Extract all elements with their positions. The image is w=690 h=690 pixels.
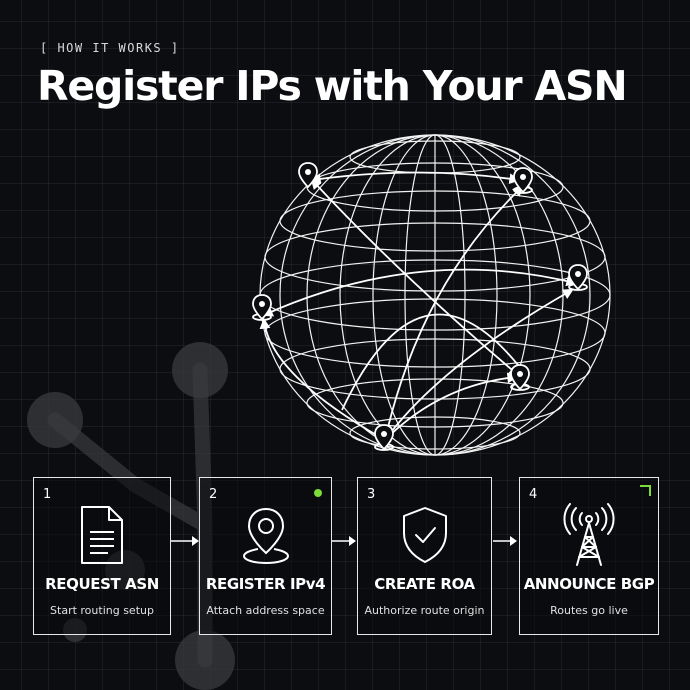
step-title: CREATE ROA — [374, 575, 475, 593]
map-pin-icon — [568, 264, 588, 291]
flow-arrow-icon — [332, 536, 356, 546]
page-title: Register IPs with Your ASN — [37, 62, 628, 110]
document-icon — [81, 506, 123, 564]
corner-marker-icon — [640, 485, 651, 496]
step-subtitle: Routes go live — [550, 604, 628, 617]
step-subtitle: Start routing setup — [50, 604, 154, 617]
location-pin-icon — [242, 507, 289, 565]
step-number: 2 — [209, 487, 218, 502]
flow-arrow-icon — [493, 536, 517, 546]
step-subtitle: Attach address space — [206, 604, 325, 617]
map-pin-icon — [298, 162, 318, 189]
globe-network-diagram — [252, 134, 611, 456]
step-subtitle: Authorize route origin — [364, 604, 485, 617]
broadcast-tower-icon — [563, 503, 615, 566]
map-pin-icon — [510, 364, 530, 391]
shield-check-icon — [402, 507, 447, 563]
step-number: 1 — [43, 487, 52, 502]
section-eyebrow: [ HOW IT WORKS ] — [40, 41, 180, 55]
step-number: 4 — [529, 487, 538, 502]
step-title: REGISTER IPv4 — [205, 575, 326, 593]
step-card-register-ipv4: 2 REGISTER IPv4 Attach address space — [199, 477, 332, 635]
status-dot-icon — [314, 489, 322, 497]
map-pin-icon — [513, 167, 533, 194]
step-title: ANNOUNCE BGP — [523, 575, 655, 593]
step-number: 3 — [367, 487, 376, 502]
map-pin-icon — [252, 294, 272, 321]
map-pin-icon — [374, 424, 394, 451]
step-card-create-roa: 3 CREATE ROA Authorize route origin — [357, 477, 492, 635]
step-card-request-asn: 1 REQUEST ASN Start routing setup — [33, 477, 171, 635]
step-title: REQUEST ASN — [45, 575, 159, 593]
flow-arrow-icon — [171, 536, 199, 546]
step-card-announce-bgp: 4 ANNOUNCE BGP Routes go live — [519, 477, 659, 635]
